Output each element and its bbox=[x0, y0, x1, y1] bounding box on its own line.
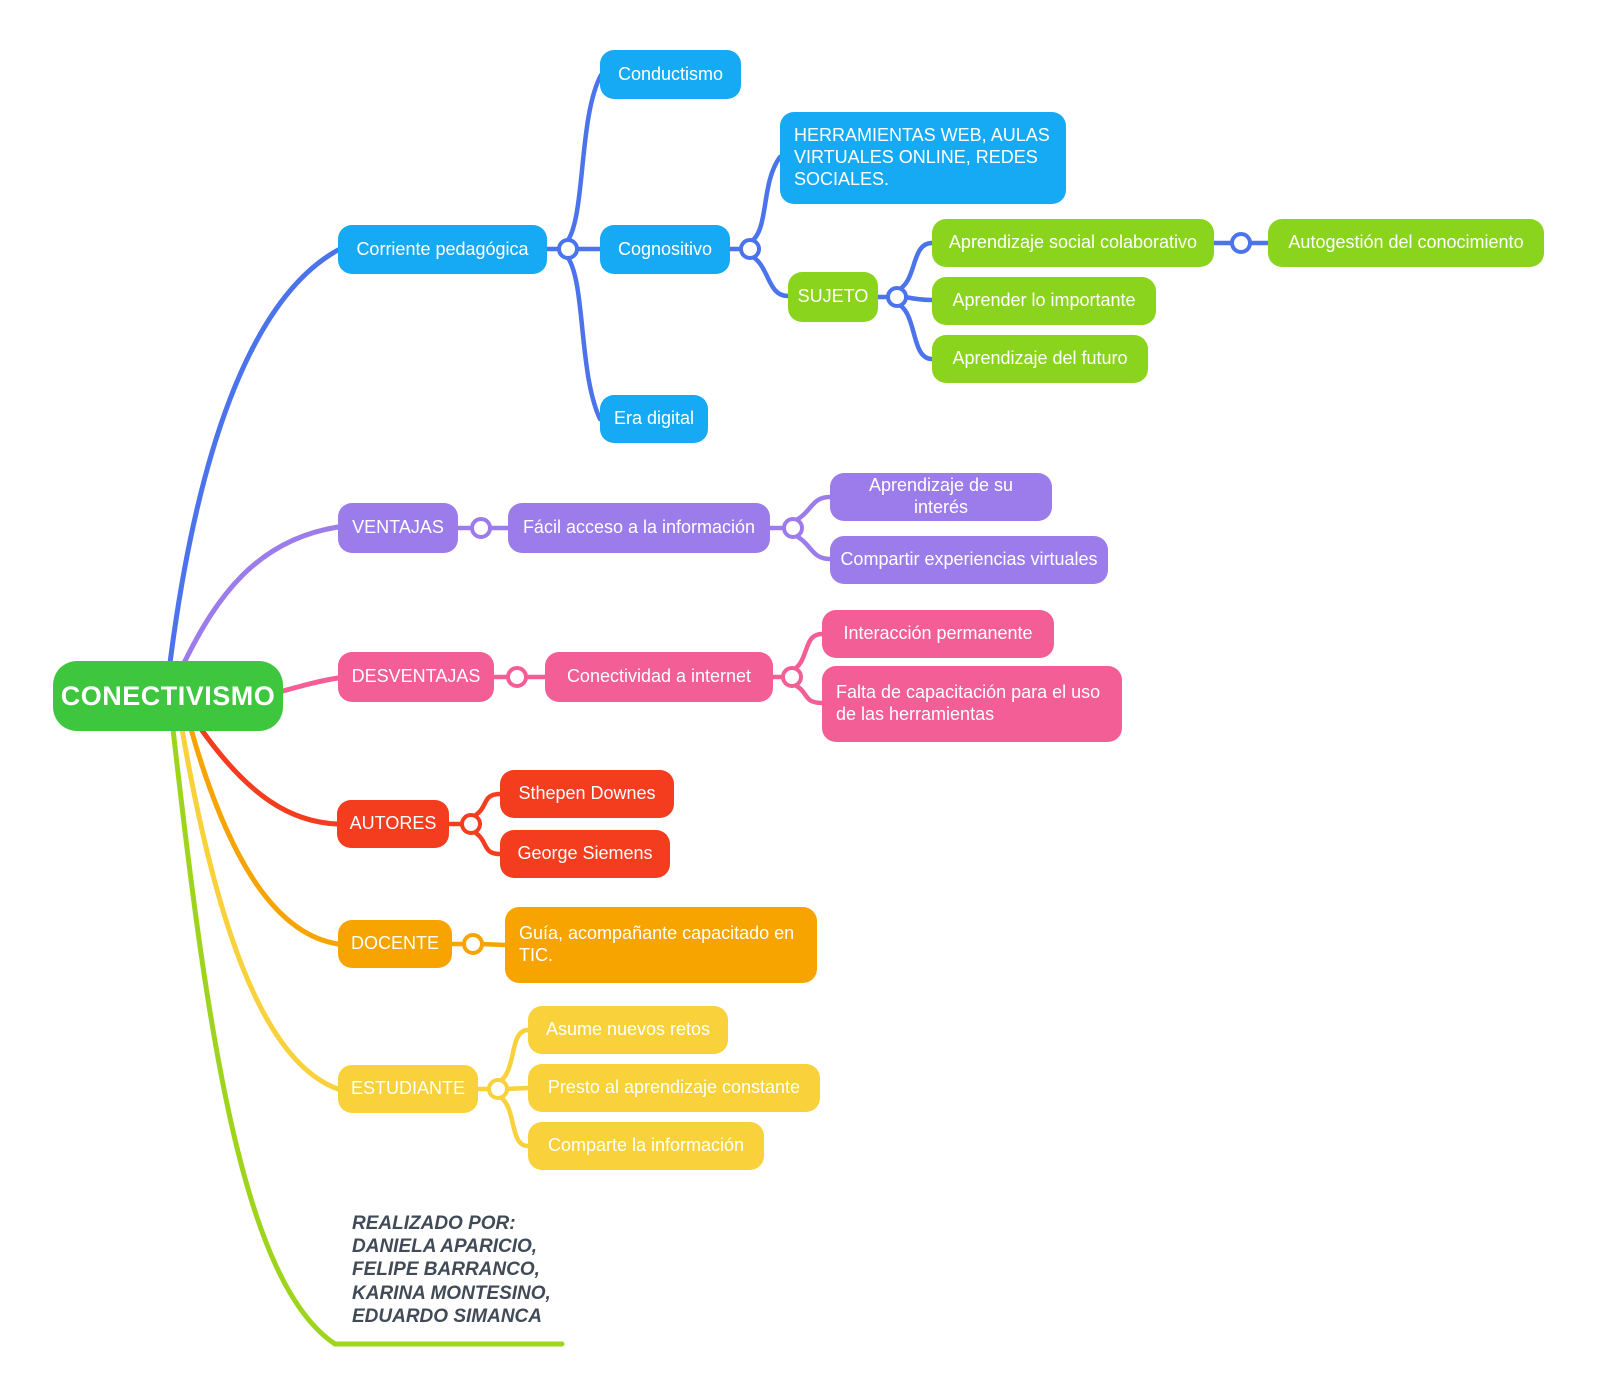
collapse-handle-conectividad[interactable] bbox=[781, 666, 803, 688]
node-label: HERRAMIENTAS WEB, AULAS VIRTUALES ONLINE… bbox=[794, 125, 1050, 189]
credits-line: REALIZADO POR: bbox=[352, 1213, 516, 1234]
node-label: SUJETO bbox=[797, 286, 869, 307]
node-era-digital[interactable]: Era digital bbox=[600, 395, 708, 443]
node-label: Presto al aprendizaje constante bbox=[547, 1077, 801, 1098]
node-label: Corriente pedagógica bbox=[356, 238, 529, 259]
line-to-aprendizaje-social bbox=[893, 240, 935, 294]
collapse-handle-desventajas[interactable] bbox=[506, 666, 528, 688]
node-label: Sthepen Downes bbox=[518, 783, 656, 804]
branch-line-docente bbox=[188, 726, 341, 947]
node-label: Cognositivo bbox=[617, 238, 713, 259]
node-comparte-informacion[interactable]: Comparte la información bbox=[528, 1122, 764, 1170]
collapse-handle-autores[interactable] bbox=[460, 813, 482, 835]
line-to-comparte bbox=[494, 1092, 531, 1149]
branch-line-corriente bbox=[167, 247, 341, 666]
node-label: Comparte la información bbox=[547, 1135, 745, 1156]
line-to-presto bbox=[503, 1085, 531, 1092]
node-sthepen-downes[interactable]: Sthepen Downes bbox=[500, 770, 674, 818]
node-docente[interactable]: DOCENTE bbox=[338, 920, 452, 968]
node-herramientas-web[interactable]: HERRAMIENTAS WEB, AULAS VIRTUALES ONLINE… bbox=[780, 112, 1066, 204]
collapse-handle-docente[interactable] bbox=[462, 933, 484, 955]
node-autogestion-conocimiento[interactable]: Autogestión del conocimiento bbox=[1268, 219, 1544, 267]
node-guia-acompanante[interactable]: Guía, acompañante capacitado en TIC. bbox=[505, 907, 817, 983]
node-label: Era digital bbox=[613, 408, 695, 429]
node-interaccion-permanente[interactable]: Interacción permanente bbox=[822, 610, 1054, 658]
branch-line-estudiante bbox=[179, 726, 341, 1092]
node-label: ESTUDIANTE bbox=[350, 1078, 465, 1099]
collapse-handle-cognositivo[interactable] bbox=[739, 238, 761, 260]
credits-line: KARINA MONTESINO, bbox=[352, 1282, 551, 1304]
node-desventajas[interactable]: DESVENTAJAS bbox=[338, 652, 494, 702]
node-label: George Siemens bbox=[517, 843, 653, 864]
node-corriente-pedagogica[interactable]: Corriente pedagógica bbox=[338, 225, 547, 274]
node-label: Compartir experiencias virtuales bbox=[840, 549, 1098, 570]
line-to-interaccion bbox=[788, 631, 825, 674]
node-cognositivo[interactable]: Cognositivo bbox=[600, 225, 730, 274]
collapse-handle-social[interactable] bbox=[1230, 232, 1252, 254]
node-aprendizaje-de-su-interes[interactable]: Aprendizaje de su interés bbox=[830, 473, 1052, 521]
node-label: VENTAJAS bbox=[352, 517, 444, 538]
line-to-sujeto bbox=[746, 252, 791, 299]
node-label: DOCENTE bbox=[350, 933, 439, 954]
node-label: Aprendizaje de su interés bbox=[868, 475, 1014, 517]
branch-line-ventajas bbox=[181, 524, 341, 666]
node-label: AUTORES bbox=[349, 813, 437, 834]
node-label: Interacción permanente bbox=[843, 623, 1033, 644]
branch-line-autores bbox=[198, 726, 340, 827]
node-label: Autogestión del conocimiento bbox=[1288, 232, 1524, 253]
node-label: Conectividad a internet bbox=[566, 666, 752, 687]
line-to-guia bbox=[478, 941, 508, 948]
collapse-handle-estudiante[interactable] bbox=[487, 1078, 509, 1100]
node-label: Fácil acceso a la información bbox=[522, 517, 756, 538]
node-label: CONECTIVISMO bbox=[60, 680, 276, 711]
node-george-siemens[interactable]: George Siemens bbox=[500, 830, 670, 878]
node-presto-aprendizaje[interactable]: Presto al aprendizaje constante bbox=[528, 1064, 820, 1112]
node-label: Aprendizaje del futuro bbox=[952, 348, 1128, 369]
credits-note[interactable]: REALIZADO POR: DANIELA APARICIO, FELIPE … bbox=[352, 1212, 551, 1328]
collapse-handle-sujeto[interactable] bbox=[886, 286, 908, 308]
node-conectividad-internet[interactable]: Conectividad a internet bbox=[545, 652, 773, 702]
line-to-conductismo bbox=[563, 72, 604, 246]
node-label: DESVENTAJAS bbox=[351, 666, 481, 687]
node-label: Asume nuevos retos bbox=[545, 1019, 711, 1040]
collapse-handle-facil[interactable] bbox=[782, 517, 804, 539]
node-label: Conductismo bbox=[617, 63, 724, 84]
credits-line: FELIPE BARRANCO, bbox=[352, 1259, 540, 1281]
line-to-era-digital bbox=[563, 252, 603, 422]
node-label: Aprender lo importante bbox=[952, 290, 1136, 311]
node-estudiante[interactable]: ESTUDIANTE bbox=[338, 1065, 478, 1113]
node-falta-capacitacion[interactable]: Falta de capacitación para el uso de las… bbox=[822, 666, 1122, 742]
node-asume-nuevos-retos[interactable]: Asume nuevos retos bbox=[528, 1006, 728, 1054]
line-to-herramientas bbox=[746, 154, 783, 246]
node-facil-acceso[interactable]: Fácil acceso a la información bbox=[508, 503, 770, 553]
node-label: Guía, acompañante capacitado en TIC. bbox=[519, 923, 795, 965]
node-sujeto[interactable]: SUJETO bbox=[788, 272, 878, 322]
node-compartir-experiencias[interactable]: Compartir experiencias virtuales bbox=[830, 536, 1108, 584]
node-aprender-lo-importante[interactable]: Aprender lo importante bbox=[932, 277, 1156, 325]
collapse-handle-corriente[interactable] bbox=[557, 238, 579, 260]
collapse-handle-ventajas[interactable] bbox=[470, 517, 492, 539]
credits-line: DANIELA APARICIO, bbox=[352, 1236, 538, 1258]
node-aprendizaje-social-colaborativo[interactable]: Aprendizaje social colaborativo bbox=[932, 219, 1214, 267]
node-ventajas[interactable]: VENTAJAS bbox=[338, 503, 458, 553]
branch-line-credits bbox=[170, 726, 565, 1347]
node-label: Falta de capacitación para el uso de las… bbox=[836, 682, 1101, 724]
branch-line-desventajas bbox=[280, 675, 341, 694]
line-to-aprendizaje-futuro bbox=[893, 300, 935, 362]
credits-line: EDUARDO SIMANCA bbox=[352, 1305, 542, 1327]
node-autores[interactable]: AUTORES bbox=[337, 800, 449, 848]
line-to-asume bbox=[494, 1027, 531, 1086]
node-label: Aprendizaje social colaborativo bbox=[948, 232, 1198, 253]
line-to-aprender-importante bbox=[902, 294, 935, 303]
node-conectivismo[interactable]: CONECTIVISMO bbox=[53, 661, 283, 731]
node-aprendizaje-del-futuro[interactable]: Aprendizaje del futuro bbox=[932, 335, 1148, 383]
node-conductismo[interactable]: Conductismo bbox=[600, 50, 741, 99]
